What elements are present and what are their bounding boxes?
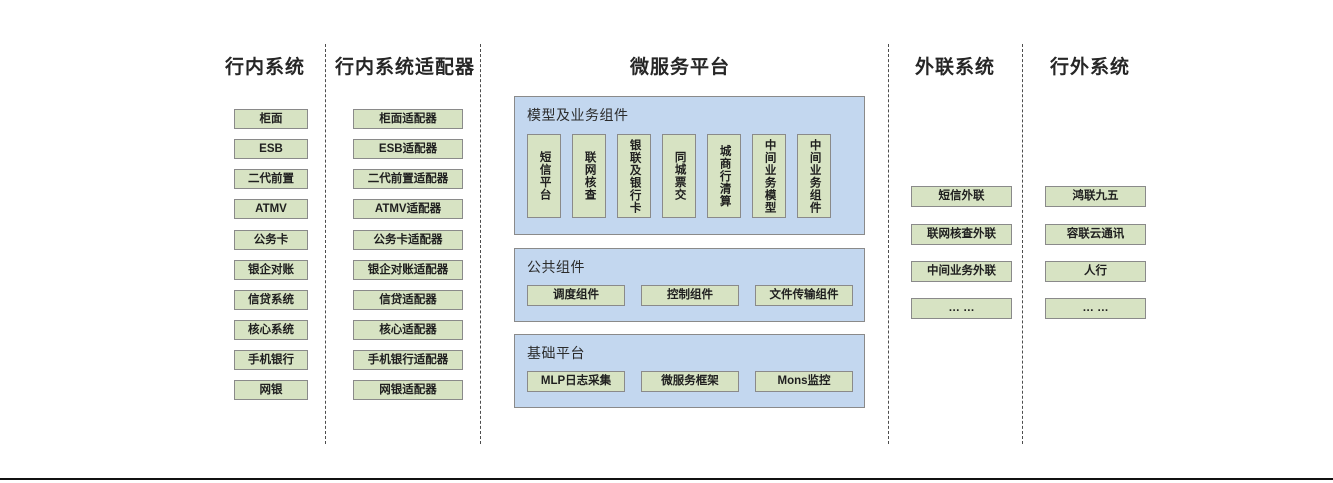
list-item[interactable]: 网银适配器: [353, 380, 463, 400]
list-item-label: 城商行清算: [718, 144, 731, 208]
column-title-external-link-systems: 外联系统: [914, 57, 995, 78]
list-item-label: 同城票交: [673, 151, 686, 201]
list-item[interactable]: ESB: [234, 139, 308, 159]
panel-title: 公共组件: [527, 259, 585, 275]
list-item[interactable]: 柜面适配器: [353, 109, 463, 129]
list-item[interactable]: ATMV: [234, 199, 308, 219]
column-title-microservice-platform: 微服务平台: [629, 57, 730, 78]
list-item[interactable]: 人行: [1045, 261, 1146, 282]
list-item-label: 联网核查: [583, 151, 596, 201]
list-item-label: 短信平台: [538, 151, 551, 201]
list-item-label: 中间业务模型: [763, 138, 776, 214]
divider-1: [325, 44, 326, 444]
list-item[interactable]: 二代前置适配器: [353, 169, 463, 189]
list-item[interactable]: 手机银行: [234, 350, 308, 370]
list-item[interactable]: 银企对账: [234, 260, 308, 280]
list-item[interactable]: 手机银行适配器: [353, 350, 463, 370]
panel-title: 模型及业务组件: [527, 107, 629, 123]
list-item[interactable]: 核心系统: [234, 320, 308, 340]
list-item[interactable]: … …: [911, 298, 1012, 319]
list-item[interactable]: 网银: [234, 380, 308, 400]
column-title-internal-systems: 行内系统: [224, 57, 305, 78]
list-item[interactable]: 联网核查外联: [911, 224, 1012, 245]
list-item[interactable]: 银联及银行卡: [617, 134, 651, 218]
list-item[interactable]: 短信平台: [527, 134, 561, 218]
divider-2: [480, 44, 481, 444]
bottom-divider: [0, 478, 1333, 480]
column-title-internal-adapters: 行内系统适配器: [334, 57, 475, 78]
list-item[interactable]: 容联云通讯: [1045, 224, 1146, 245]
list-item[interactable]: 柜面: [234, 109, 308, 129]
list-item[interactable]: 信贷系统: [234, 290, 308, 310]
list-item[interactable]: … …: [1045, 298, 1146, 319]
list-item[interactable]: 核心适配器: [353, 320, 463, 340]
divider-4: [1022, 44, 1023, 444]
list-item[interactable]: Mons监控: [755, 371, 853, 392]
list-item[interactable]: 文件传输组件: [755, 285, 853, 306]
list-item[interactable]: 中间业务组件: [797, 134, 831, 218]
list-item[interactable]: 公务卡: [234, 230, 308, 250]
list-item[interactable]: 中间业务模型: [752, 134, 786, 218]
panel-title: 基础平台: [527, 345, 585, 361]
list-item-label: 银联及银行卡: [628, 138, 641, 214]
list-item[interactable]: 银企对账适配器: [353, 260, 463, 280]
list-item[interactable]: 城商行清算: [707, 134, 741, 218]
column-title-offbank-systems: 行外系统: [1049, 57, 1130, 78]
list-item[interactable]: 信贷适配器: [353, 290, 463, 310]
list-item[interactable]: 调度组件: [527, 285, 625, 306]
list-item[interactable]: 微服务框架: [641, 371, 739, 392]
list-item[interactable]: 联网核查: [572, 134, 606, 218]
list-item[interactable]: 中间业务外联: [911, 261, 1012, 282]
list-item[interactable]: 同城票交: [662, 134, 696, 218]
list-item[interactable]: 二代前置: [234, 169, 308, 189]
list-item[interactable]: 鸿联九五: [1045, 186, 1146, 207]
list-item[interactable]: 公务卡适配器: [353, 230, 463, 250]
list-item[interactable]: 短信外联: [911, 186, 1012, 207]
list-item-label: 中间业务组件: [808, 138, 821, 214]
list-item[interactable]: 控制组件: [641, 285, 739, 306]
list-item[interactable]: ATMV适配器: [353, 199, 463, 219]
list-item[interactable]: ESB适配器: [353, 139, 463, 159]
divider-3: [888, 44, 889, 444]
list-item[interactable]: MLP日志采集: [527, 371, 625, 392]
